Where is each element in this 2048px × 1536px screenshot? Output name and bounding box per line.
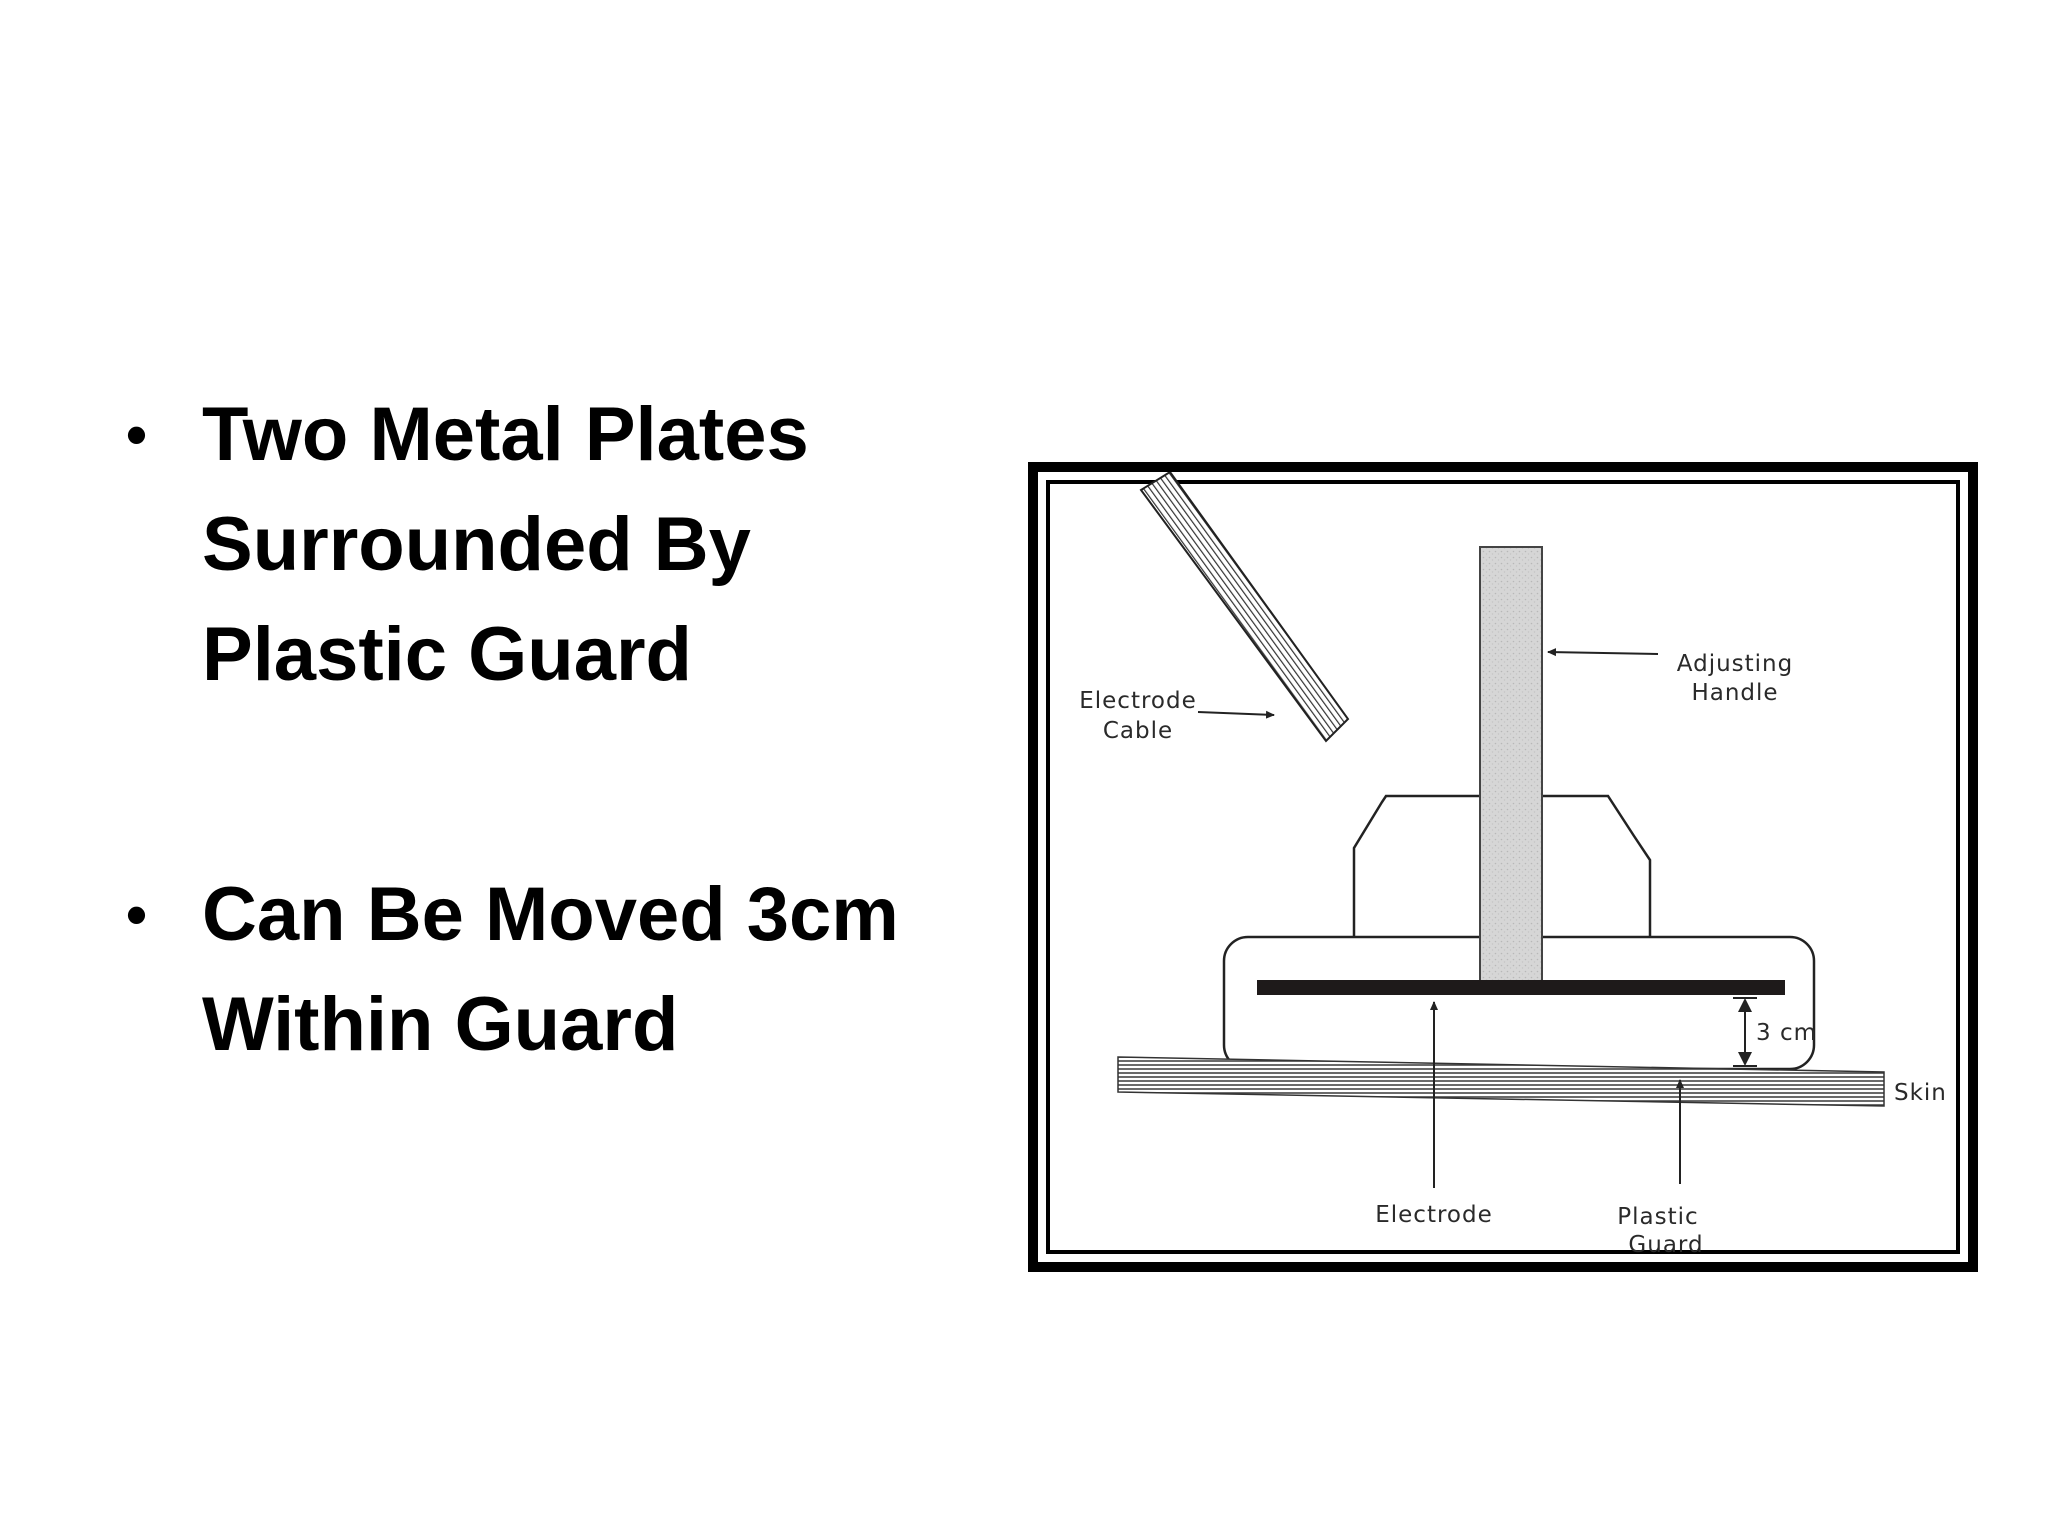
bullet-text: Can Be Moved 3cm Within Guard [202, 872, 899, 1067]
adjusting-handle-arrow [1547, 648, 1659, 657]
electrode-diagram-svg: Electrode Cable Adjusting Handle 3 cm Sk… [1046, 472, 1960, 1258]
electrode-cable [1139, 472, 1350, 743]
electrode-diagram: Electrode Cable Adjusting Handle 3 cm Sk… [1028, 462, 1978, 1272]
bullet-text: Two Metal Plates Surrounded By Plastic G… [202, 392, 809, 697]
electrode-cable-label: Electrode [1079, 688, 1197, 714]
electrode-label: Electrode [1375, 1202, 1493, 1228]
inner-border [1046, 480, 1960, 1254]
bullet-list: • Two Metal Plates Surrounded By Plastic… [120, 380, 980, 1080]
adjusting-handle-label: Adjusting [1677, 651, 1793, 677]
skin-label: Skin [1894, 1080, 1947, 1106]
bullet-item: • Can Be Moved 3cm Within Guard [120, 860, 980, 1080]
bullet-marker: • [126, 401, 148, 468]
electrode-cable-arrow [1197, 710, 1275, 719]
distance-label: 3 cm [1756, 1020, 1817, 1046]
bullet-marker: • [126, 881, 148, 948]
plastic-guard-label: Guard [1628, 1232, 1703, 1258]
plastic-guard-label: Plastic [1617, 1204, 1698, 1230]
skin-layer [1117, 1056, 1885, 1107]
bullet-item: • Two Metal Plates Surrounded By Plastic… [120, 380, 980, 710]
electrode-plate [1257, 980, 1785, 995]
electrode-cable-label: Cable [1103, 718, 1173, 744]
adjusting-handle-label: Handle [1691, 680, 1778, 706]
adjusting-handle [1479, 546, 1543, 986]
